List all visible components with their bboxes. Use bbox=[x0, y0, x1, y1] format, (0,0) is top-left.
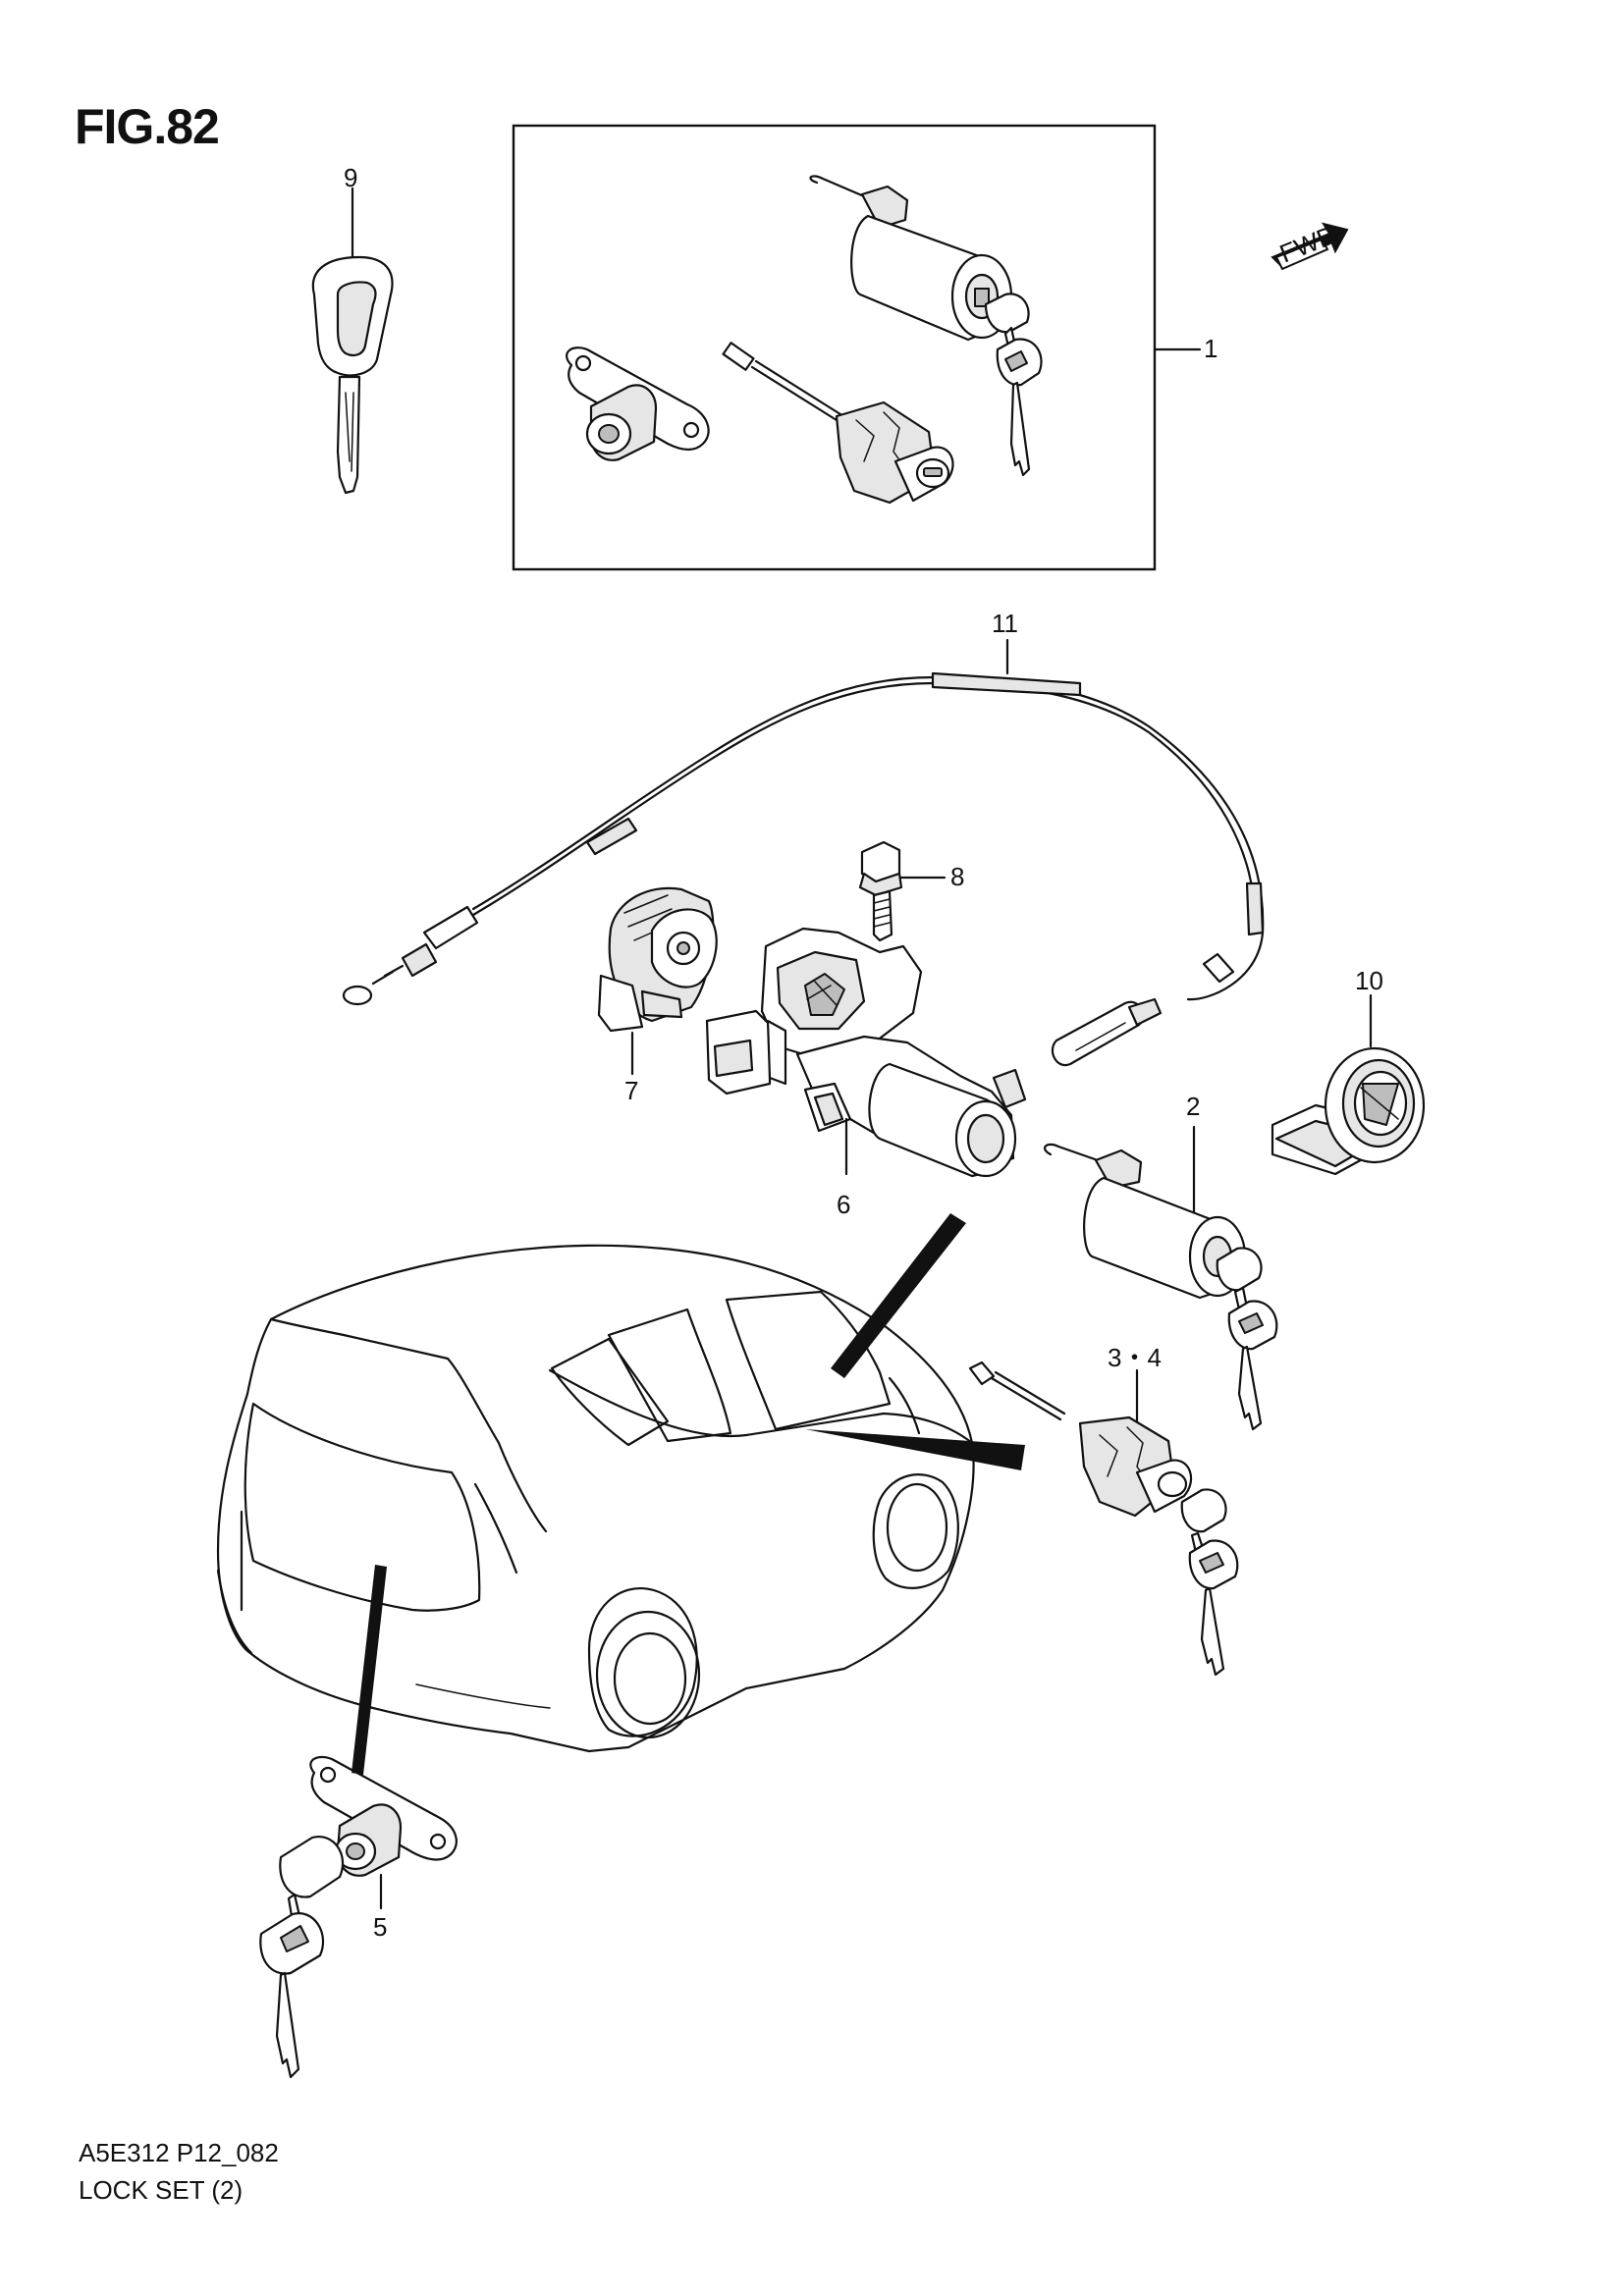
figure-title: FIG.82 bbox=[75, 99, 220, 154]
callout-9: 9 bbox=[344, 163, 357, 192]
kit-box bbox=[512, 124, 1202, 571]
callout-3-4: 3・4 bbox=[1108, 1343, 1162, 1372]
callout-8: 8 bbox=[950, 862, 964, 891]
kit-door-lock-icon[interactable] bbox=[722, 342, 954, 505]
ignition-switch-icon[interactable] bbox=[597, 886, 718, 1076]
callout-11: 11 bbox=[992, 609, 1018, 638]
key-icon[interactable] bbox=[311, 187, 394, 495]
backdoor-lock-icon[interactable] bbox=[259, 1755, 458, 2079]
vehicle-outline-icon bbox=[216, 1244, 975, 1753]
rear-door-cylinder-icon[interactable] bbox=[968, 1361, 1239, 1677]
fwd-arrow-icon bbox=[1271, 222, 1349, 271]
bolt-icon[interactable] bbox=[858, 840, 947, 942]
door-cylinder-icon[interactable] bbox=[1043, 1125, 1278, 1431]
callout-2: 2 bbox=[1186, 1092, 1200, 1121]
fwd-label: FWD bbox=[1275, 220, 1340, 269]
callout-1: 1 bbox=[1204, 334, 1217, 363]
callout-5: 5 bbox=[373, 1912, 387, 1942]
figure-code: A5E312 P12_082 bbox=[79, 2138, 279, 2167]
callout-6: 6 bbox=[837, 1190, 850, 1219]
figure-name: LOCK SET (2) bbox=[79, 2175, 243, 2205]
steering-lock-icon[interactable] bbox=[705, 927, 1027, 1178]
callout-7: 7 bbox=[624, 1076, 638, 1105]
cable-icon[interactable] bbox=[342, 638, 1265, 1067]
antenna-coil-icon[interactable] bbox=[1271, 993, 1426, 1176]
pointer-wedges bbox=[352, 1213, 1025, 1775]
kit-ignition-cylinder-icon[interactable] bbox=[809, 175, 1043, 477]
callout-10: 10 bbox=[1355, 966, 1383, 995]
kit-backdoor-lock-icon[interactable] bbox=[566, 347, 710, 461]
